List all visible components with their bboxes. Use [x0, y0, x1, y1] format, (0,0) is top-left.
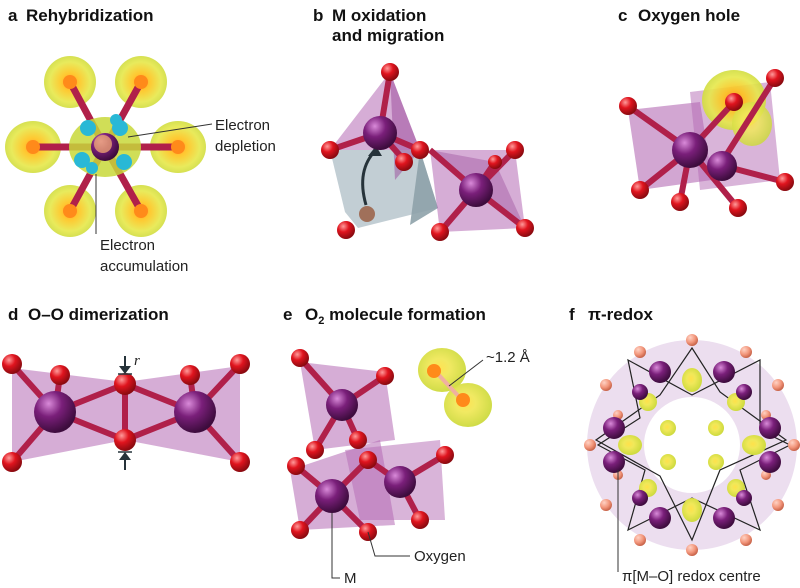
label-electron-accumulation-1: Electron	[100, 237, 155, 254]
panel-c-letter: c	[618, 6, 627, 25]
panel-e: e O2 molecule formation	[283, 305, 530, 587]
o2-isosurface-top	[418, 348, 466, 392]
metal-atom-top	[326, 389, 358, 421]
metal-atom-right	[174, 391, 216, 433]
panel-c-title: Oxygen hole	[638, 6, 740, 25]
panel-b: b M oxidation and migration	[313, 6, 534, 241]
panel-d-oxygen-atoms	[2, 354, 250, 472]
panel-a: a Rehybridization	[5, 6, 276, 275]
panel-e-letter: e	[283, 305, 292, 324]
panel-e-title-o: O	[305, 305, 318, 324]
oxygen-centres	[26, 75, 185, 218]
o2-oxygen-2	[456, 393, 470, 407]
metal-atom-right	[707, 151, 737, 181]
panel-f-letter: f	[569, 305, 575, 324]
vacant-site-polyhedron	[330, 150, 438, 228]
oxygen-leader	[367, 531, 410, 557]
metal-atom	[459, 173, 493, 207]
label-electron-depletion-2: depletion	[215, 138, 276, 155]
panel-e-oxygen-atoms	[287, 349, 454, 541]
depletion-lobes	[74, 114, 132, 174]
migration-arrowhead	[368, 146, 382, 156]
panel-e-title-rest: molecule formation	[324, 305, 486, 324]
original-metal-site	[359, 206, 375, 222]
panel-f-title: π-redox	[588, 305, 654, 324]
panel-b-letter: b	[313, 6, 323, 25]
panel-b-title-line-1: M oxidation	[332, 6, 426, 25]
ring-centre	[644, 397, 740, 493]
panel-d-letter: d	[8, 305, 18, 324]
metal-atom-left	[315, 479, 349, 513]
migrated-metal-atom	[363, 116, 397, 150]
panel-c: c Oxygen hole	[618, 6, 794, 217]
panel-a-title: Rehybridization	[26, 6, 154, 25]
panel-a-letter: a	[8, 6, 18, 25]
panel-e-letter-text: e	[283, 305, 292, 324]
panel-d: d O–O dimerization	[2, 305, 250, 472]
dimer-oxygen-bottom	[114, 429, 136, 451]
metal-atom-left	[34, 391, 76, 433]
label-metal: M	[344, 570, 357, 587]
label-o2-distance: ~1.2 Å	[486, 349, 530, 366]
label-r: r	[134, 353, 140, 369]
panel-e-title-sub: 2	[318, 315, 324, 327]
label-oxygen: Oxygen	[414, 548, 466, 565]
label-electron-accumulation-2: accumulation	[100, 258, 188, 275]
metal-atom-right	[384, 466, 416, 498]
distance-leader	[448, 359, 484, 387]
panel-d-title: O–O dimerization	[28, 305, 169, 324]
panel-f: f π-redox	[569, 305, 800, 585]
metal-atom-left	[672, 132, 708, 168]
panel-f-isosurfaces	[618, 368, 766, 522]
depletion-leader	[127, 123, 213, 138]
label-electron-depletion-1: Electron	[215, 117, 270, 134]
o2-oxygen-1	[427, 364, 441, 378]
panel-b-oxygen-atoms	[321, 63, 534, 241]
metal-leader	[331, 513, 340, 579]
panel-f-metal-atoms	[603, 361, 781, 529]
panel-e-title: O2 molecule formation	[305, 305, 486, 327]
label-redox-centre: π[M–O] redox centre	[622, 568, 761, 585]
dimer-oxygen-top	[114, 373, 136, 395]
panel-c-oxygen-atoms	[619, 69, 794, 217]
panel-b-title-line-2: and migration	[332, 26, 444, 45]
